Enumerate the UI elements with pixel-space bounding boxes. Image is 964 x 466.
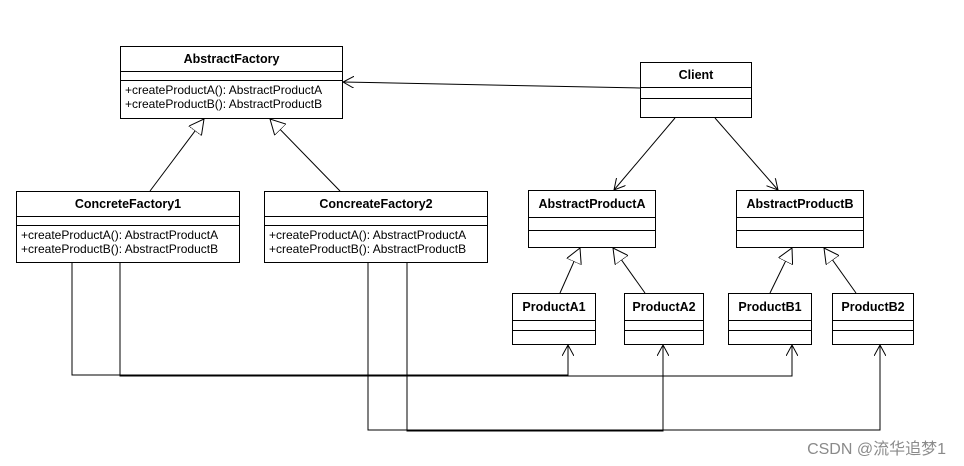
client-class[interactable]: Client <box>640 62 752 118</box>
attributes-compartment <box>625 320 703 330</box>
attributes-compartment <box>265 216 487 225</box>
class-name: ConcreateFactory2 <box>319 197 433 211</box>
abstract-product-a-class[interactable]: AbstractProductA <box>528 190 656 248</box>
attributes-compartment <box>729 320 811 330</box>
attributes-compartment <box>737 217 863 230</box>
watermark: CSDN @流华追梦1 <box>807 441 946 458</box>
abstract-product-b-class[interactable]: AbstractProductB <box>736 190 864 248</box>
operations-compartment: +createProductA(): AbstractProductA +cre… <box>17 225 239 256</box>
product-a1-generalization <box>559 248 580 294</box>
abstract-factory-class[interactable]: AbstractFactory +createProductA(): Abstr… <box>120 46 343 119</box>
product-b2-generalization <box>824 248 857 294</box>
client-to-abstract-product-b-association <box>714 117 778 190</box>
product-a2-class[interactable]: ProductA2 <box>624 293 704 345</box>
class-name: AbstractProductB <box>746 197 854 211</box>
product-b1-class[interactable]: ProductB1 <box>728 293 812 345</box>
operations-compartment: +createProductA(): AbstractProductA +cre… <box>121 80 342 111</box>
operation: +createProductA(): AbstractProductA <box>125 83 323 97</box>
concrete-factory-1-generalization <box>149 119 204 192</box>
class-name: ProductB2 <box>841 300 905 314</box>
class-name: AbstractFactory <box>183 52 280 66</box>
attributes-compartment <box>529 217 655 230</box>
attributes-compartment <box>833 320 913 330</box>
operations-compartment <box>529 230 655 231</box>
attributes-compartment <box>17 216 239 225</box>
concrete-factory-2-generalization <box>270 119 341 192</box>
operation: +createProductB(): AbstractProductB <box>21 242 219 256</box>
operations-compartment <box>641 98 751 99</box>
concrete-factory-2-to-product-b2 <box>367 263 880 431</box>
product-b2-class[interactable]: ProductB2 <box>832 293 914 345</box>
operations-compartment <box>625 330 703 331</box>
class-name: ConcreteFactory1 <box>74 197 182 211</box>
operation: +createProductB(): AbstractProductB <box>269 242 467 256</box>
concrete-factory-2-to-product-a2 <box>406 263 663 432</box>
client-to-abstract-product-a-association <box>614 117 676 190</box>
attributes-compartment <box>513 320 595 330</box>
concrete-factory-2-class[interactable]: ConcreateFactory2 +createProductA(): Abs… <box>264 191 488 263</box>
product-a1-class[interactable]: ProductA1 <box>512 293 596 345</box>
operations-compartment: +createProductA(): AbstractProductA +cre… <box>265 225 487 256</box>
operations-compartment <box>737 230 863 231</box>
product-a2-generalization <box>613 248 646 294</box>
concrete-factory-1-to-product-a1 <box>71 263 568 376</box>
attributes-compartment <box>121 71 342 80</box>
attributes-compartment <box>641 87 751 98</box>
client-to-abstract-factory-association <box>343 82 641 89</box>
operation: +createProductB(): AbstractProductB <box>125 97 323 111</box>
class-name: ProductA2 <box>632 300 696 314</box>
concrete-factory-1-class[interactable]: ConcreteFactory1 +createProductA(): Abst… <box>16 191 240 263</box>
operation: +createProductA(): AbstractProductA <box>21 228 219 242</box>
concrete-factory-1-to-product-b1 <box>119 263 792 377</box>
class-name: AbstractProductA <box>538 197 646 211</box>
product-b1-generalization <box>769 248 792 294</box>
class-name: ProductB1 <box>738 300 802 314</box>
operation: +createProductA(): AbstractProductA <box>269 228 467 242</box>
operations-compartment <box>729 330 811 331</box>
class-name: ProductA1 <box>522 300 586 314</box>
operations-compartment <box>513 330 595 331</box>
operations-compartment <box>833 330 913 331</box>
class-name: Client <box>678 68 714 82</box>
